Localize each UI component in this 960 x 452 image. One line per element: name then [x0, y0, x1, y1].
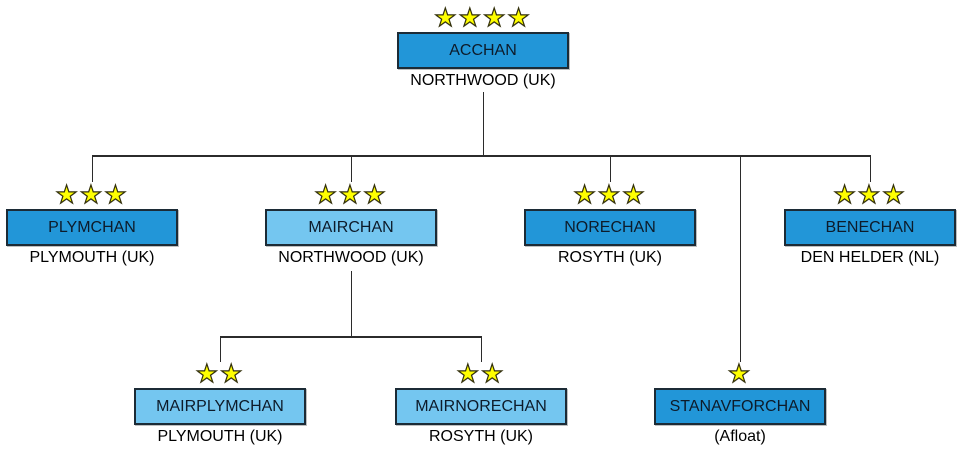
connector-drop-stanavforchan — [739, 155, 741, 362]
node-location-label: ROSYTH (UK) — [429, 428, 533, 445]
node-location-label: NORTHWOOD (UK) — [278, 249, 424, 266]
node-box-plymchan: PLYMCHAN — [6, 209, 178, 246]
node-name-label: BENECHAN — [825, 218, 915, 236]
node-box-mairplymchan: MAIRPLYMCHAN — [134, 388, 306, 425]
rank-stars-icon: ★★★ — [573, 180, 647, 209]
org-node-mairnorechan: ★★ MAIRNORECHAN ROSYTH (UK) — [381, 359, 581, 446]
rank-stars-icon: ★★★ — [833, 180, 907, 209]
org-node-mairchan: ★★★ MAIRCHAN NORTHWOOD (UK) — [251, 180, 451, 267]
node-name-label: MAIRCHAN — [308, 218, 394, 236]
node-location-label: DEN HELDER (NL) — [800, 249, 940, 266]
rank-stars-icon: ★★★ — [314, 180, 388, 209]
connector-drop-mairchan — [350, 155, 352, 182]
node-location-label: NORTHWOOD (UK) — [410, 72, 556, 89]
node-name-label: NORECHAN — [564, 218, 656, 236]
node-name-label: MAIRPLYMCHAN — [156, 397, 284, 415]
node-name-label: STANAVFORCHAN — [669, 397, 811, 415]
rank-stars-icon: ★★ — [456, 359, 506, 388]
rank-stars-icon: ★★★★ — [434, 3, 532, 32]
node-location-label: (Afloat) — [714, 428, 766, 445]
connector-sub-rail — [220, 336, 482, 338]
connector-drop-mairplymchan — [219, 336, 221, 362]
node-name-label: PLYMCHAN — [48, 218, 136, 236]
node-box-mairchan: MAIRCHAN — [265, 209, 437, 246]
org-node-benechan: ★★★ BENECHAN DEN HELDER (NL) — [770, 180, 960, 267]
connector-acchan-down — [482, 92, 484, 156]
org-node-stanavforchan: ★ STANAVFORCHAN (Afloat) — [640, 359, 840, 446]
connector-mairchan-down — [350, 271, 352, 337]
node-location-label: PLYMOUTH (UK) — [29, 249, 155, 266]
org-node-plymchan: ★★★ PLYMCHAN PLYMOUTH (UK) — [0, 180, 192, 267]
node-name-label: ACCHAN — [449, 41, 517, 59]
org-node-norechan: ★★★ NORECHAN ROSYTH (UK) — [510, 180, 710, 267]
node-box-acchan: ACCHAN — [397, 32, 569, 69]
connector-drop-mairnorechan — [480, 336, 482, 362]
node-box-norechan: NORECHAN — [524, 209, 696, 246]
node-name-label: MAIRNORECHAN — [415, 397, 547, 415]
rank-stars-icon: ★★★ — [55, 180, 129, 209]
node-box-benechan: BENECHAN — [784, 209, 956, 246]
connector-main-rail — [92, 155, 871, 157]
connector-drop-plymchan — [91, 155, 93, 182]
rank-stars-icon: ★★ — [195, 359, 245, 388]
node-location-label: ROSYTH (UK) — [558, 249, 662, 266]
connector-drop-norechan — [609, 155, 611, 182]
org-node-mairplymchan: ★★ MAIRPLYMCHAN PLYMOUTH (UK) — [120, 359, 320, 446]
node-box-mairnorechan: MAIRNORECHAN — [395, 388, 567, 425]
node-box-stanavforchan: STANAVFORCHAN — [654, 388, 826, 425]
connector-drop-benechan — [869, 155, 871, 182]
rank-stars-icon: ★ — [727, 359, 753, 388]
org-node-acchan: ★★★★ ACCHAN NORTHWOOD (UK) — [383, 3, 583, 90]
node-location-label: PLYMOUTH (UK) — [157, 428, 283, 445]
